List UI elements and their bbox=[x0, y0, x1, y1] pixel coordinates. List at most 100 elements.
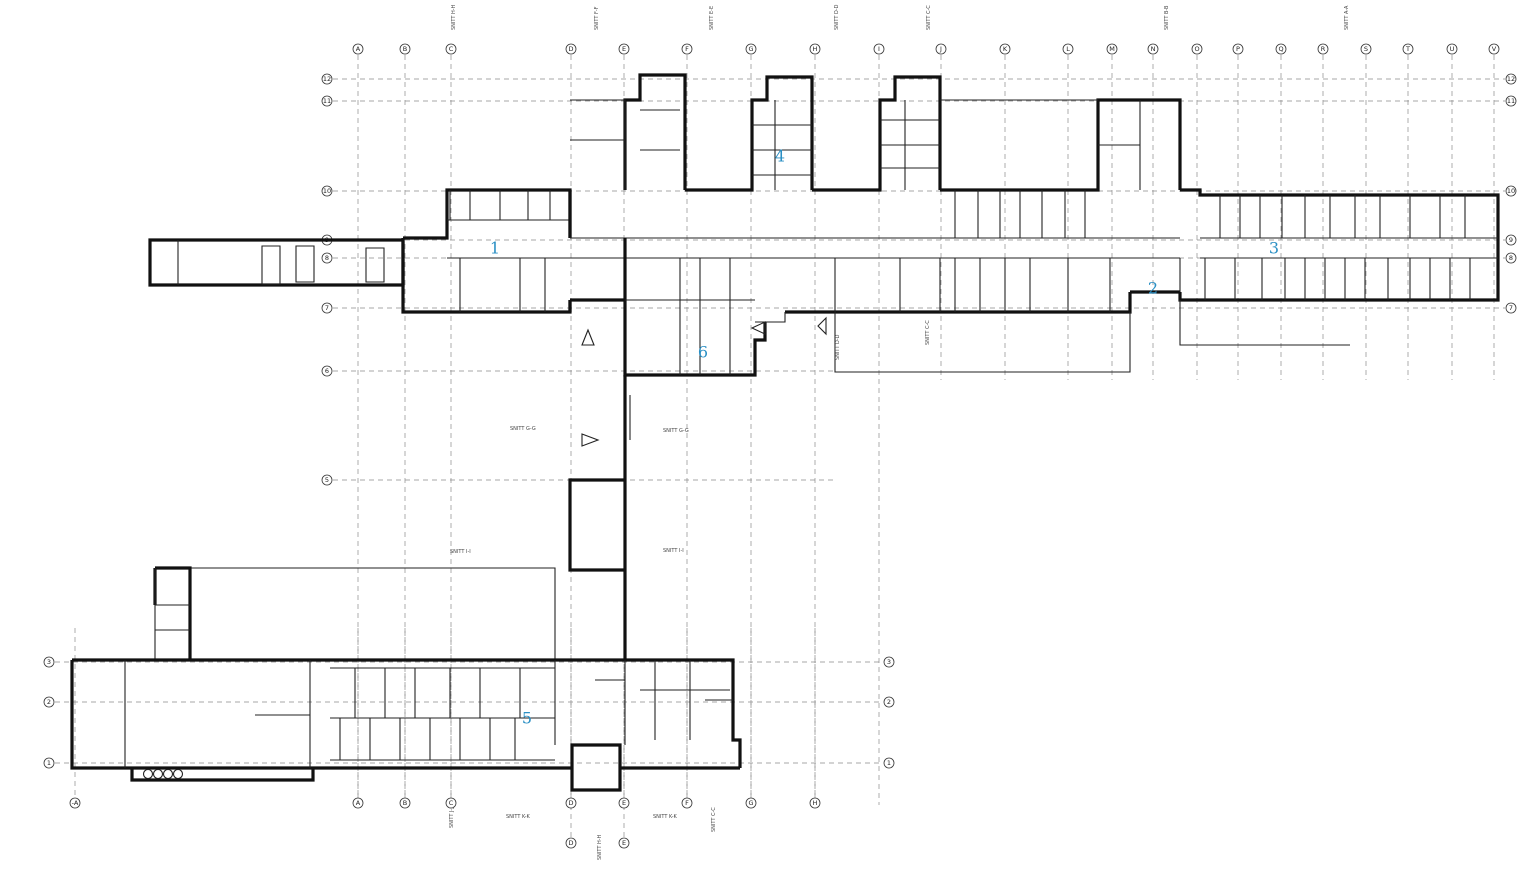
grid-column-lower--A: -A bbox=[69, 797, 81, 809]
grid-bubble-label: K bbox=[1003, 45, 1008, 53]
grid-bubble-circle bbox=[1488, 43, 1500, 55]
grid-row-right-10: 10 bbox=[1505, 185, 1517, 197]
grid-row-11: 11 bbox=[321, 95, 333, 107]
grid-row-right-8: 8 bbox=[1505, 252, 1517, 264]
grid-bubble-circle bbox=[1275, 43, 1287, 55]
grid-column-J: J bbox=[935, 43, 947, 55]
grid-bubble-circle bbox=[1360, 43, 1372, 55]
section-marker: SNITT I-I bbox=[663, 548, 684, 554]
grid-bubble-label: E bbox=[622, 799, 626, 807]
grid-lines bbox=[55, 55, 1505, 838]
grid-column-A: A bbox=[352, 43, 364, 55]
grid-bubble-circle bbox=[43, 696, 55, 708]
grid-bubble-label: F bbox=[685, 799, 689, 807]
grid-bubble-circle bbox=[618, 837, 630, 849]
grid-bubble-label: A bbox=[356, 45, 361, 53]
grid-bubble-circle bbox=[745, 43, 757, 55]
section-marker: SNITT G-G bbox=[510, 426, 536, 432]
grid-bubble-label: B bbox=[403, 45, 407, 53]
grid-column-P: P bbox=[1232, 43, 1244, 55]
grid-bubble-circle bbox=[883, 696, 895, 708]
grid-column-lower-F: F bbox=[681, 797, 693, 809]
grid-bubble-circle bbox=[352, 43, 364, 55]
grid-bubble-circle bbox=[1232, 43, 1244, 55]
grid-row-10: 10 bbox=[321, 185, 333, 197]
grid-bubble-circle bbox=[321, 302, 333, 314]
grid-bubble-label: 7 bbox=[1509, 304, 1513, 312]
grid-column-lower-D: D bbox=[565, 797, 577, 809]
grid-bubble-label: 8 bbox=[325, 254, 329, 262]
grid-bubble-label: 2 bbox=[887, 698, 891, 706]
grid-bubble-circle bbox=[399, 797, 411, 809]
grid-bubble-circle bbox=[1191, 43, 1203, 55]
grid-bubble-label: 1 bbox=[887, 759, 891, 767]
grid-column-R: R bbox=[1317, 43, 1329, 55]
grid-bubble-circle bbox=[321, 73, 333, 85]
grid-bubble-label: M bbox=[1109, 45, 1115, 53]
grid-row-right-11: 11 bbox=[1505, 95, 1517, 107]
grid-row-right-3: 3 bbox=[883, 656, 895, 668]
grid-bubble-circle bbox=[618, 797, 630, 809]
grid-column-bottom-E: E bbox=[618, 837, 630, 849]
grid-bubble-label: H bbox=[813, 799, 818, 807]
grid-column-lower-C: C bbox=[445, 797, 457, 809]
grid-column-L: L bbox=[1062, 43, 1074, 55]
grid-bubble-label: V bbox=[1492, 45, 1497, 53]
grid-column-V: V bbox=[1488, 43, 1500, 55]
grid-bubble-label: C bbox=[449, 799, 454, 807]
grid-bubble-label: 12 bbox=[323, 75, 331, 83]
grid-bubble-label: 5 bbox=[325, 476, 329, 484]
grid-column-bottom-D: D bbox=[565, 837, 577, 849]
grid-bubble-circle bbox=[681, 43, 693, 55]
grid-row-right-2: 2 bbox=[883, 696, 895, 708]
grid-bubble-label: D bbox=[568, 45, 573, 53]
grid-row-8: 8 bbox=[321, 252, 333, 264]
grid-column-H: H bbox=[809, 43, 821, 55]
grid-column-G: G bbox=[745, 43, 757, 55]
grid-row-1: 1 bbox=[43, 757, 55, 769]
grid-bubble-label: G bbox=[748, 45, 753, 53]
section-marker: SNITT J-J bbox=[449, 807, 455, 828]
grid-bubble-label: 10 bbox=[323, 187, 331, 195]
grid-column-M: M bbox=[1106, 43, 1118, 55]
grid-bubble-circle bbox=[321, 474, 333, 486]
grid-bubble-label: A bbox=[356, 799, 361, 807]
zone-label-6: 6 bbox=[698, 343, 708, 362]
grid-bubble-circle bbox=[883, 757, 895, 769]
grid-column-I: I bbox=[873, 43, 885, 55]
grid-bubble-circle bbox=[1505, 73, 1517, 85]
grid-bubble-label: 3 bbox=[47, 658, 51, 666]
grid-bubble-circle bbox=[1505, 95, 1517, 107]
grid-bubble-circle bbox=[565, 837, 577, 849]
grid-column-lower-A: A bbox=[352, 797, 364, 809]
grid-column-T: T bbox=[1402, 43, 1414, 55]
zone-label-5: 5 bbox=[522, 709, 532, 728]
section-marker: SNITT G-G bbox=[663, 428, 689, 434]
grid-bubble-label: C bbox=[449, 45, 454, 53]
grid-column-N: N bbox=[1147, 43, 1159, 55]
section-marker: SNITT C-C bbox=[926, 5, 932, 30]
zone-label-4: 4 bbox=[775, 147, 785, 166]
grid-bubble-label: L bbox=[1066, 45, 1070, 53]
section-marker: SNITT H-H bbox=[451, 4, 457, 30]
grid-bubble-circle bbox=[809, 43, 821, 55]
grid-column-lower-H: H bbox=[809, 797, 821, 809]
grid-bubble-circle bbox=[809, 797, 821, 809]
grid-bubble-label: Q bbox=[1278, 45, 1283, 53]
section-marker: SNITT C-C bbox=[925, 320, 931, 345]
grid-bubble-circle bbox=[1402, 43, 1414, 55]
grid-column-D: D bbox=[565, 43, 577, 55]
building-walls bbox=[70, 73, 1500, 792]
grid-column-lower-B: B bbox=[399, 797, 411, 809]
grid-bubble-label: H bbox=[813, 45, 818, 53]
grid-bubble-circle bbox=[745, 797, 757, 809]
grid-bubble-label: S bbox=[1364, 45, 1368, 53]
grid-bubble-label: E bbox=[622, 45, 626, 53]
grid-column-O: O bbox=[1191, 43, 1203, 55]
grid-column-E: E bbox=[618, 43, 630, 55]
grid-bubble-circle bbox=[43, 757, 55, 769]
grid-bubble-circle bbox=[1147, 43, 1159, 55]
grid-bubble-circle bbox=[321, 95, 333, 107]
grid-bubble-label: D bbox=[568, 839, 573, 847]
section-marker: SNITT E-E bbox=[709, 6, 715, 30]
